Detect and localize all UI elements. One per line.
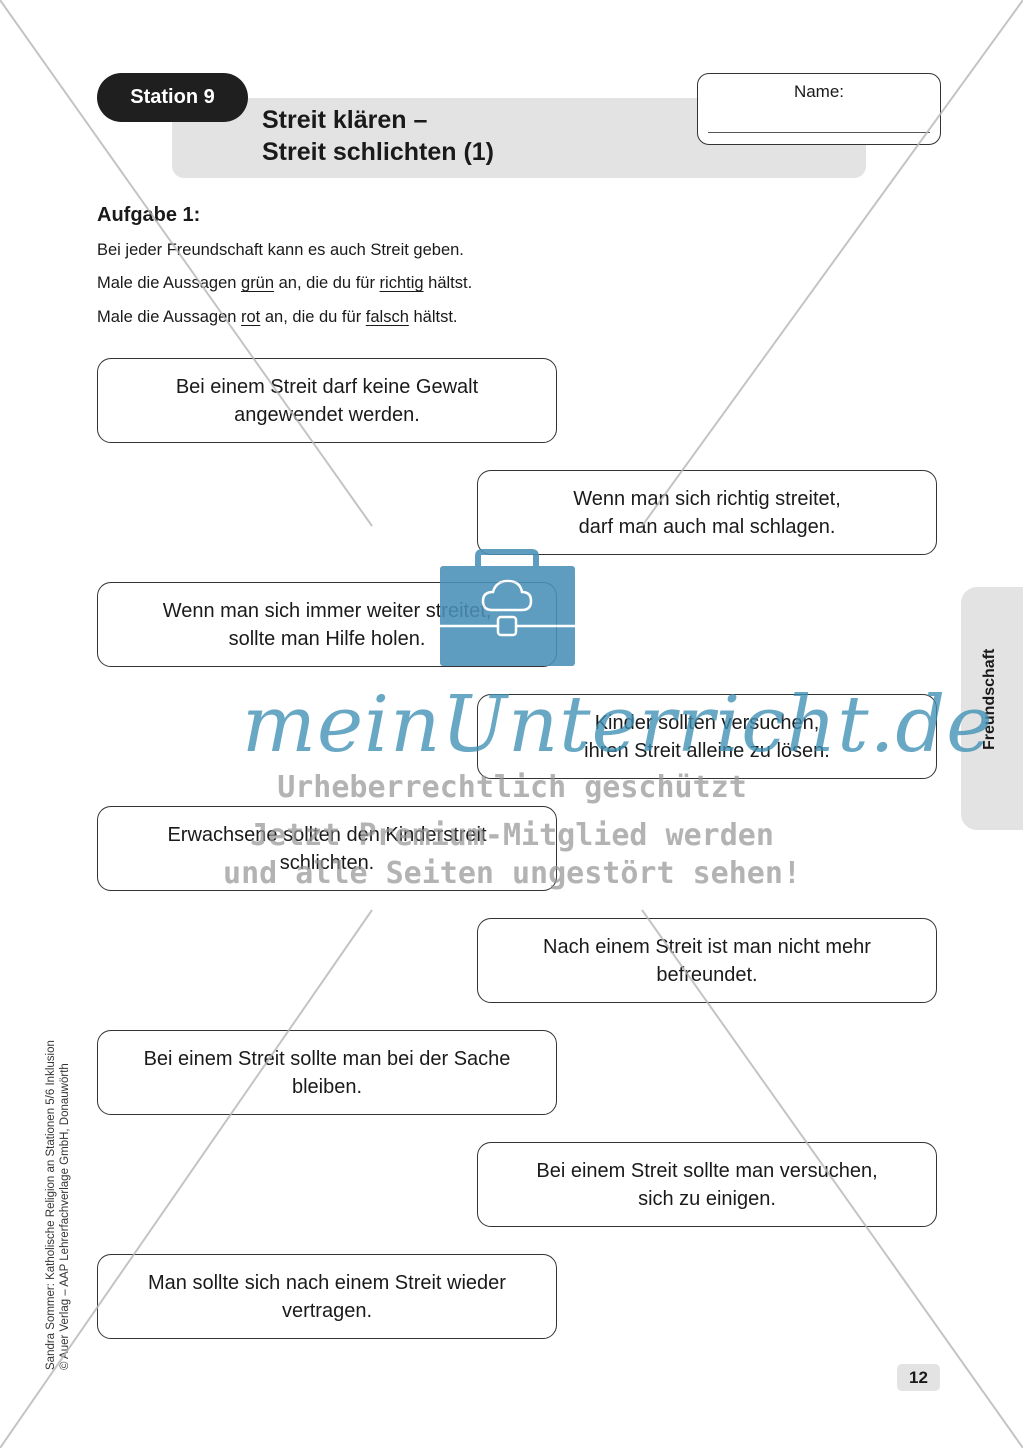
statement-text: Wenn man sich richtig streitet, darf man… [573,487,841,538]
station-badge: Station 9 [97,73,248,122]
page-title: Streit klären – Streit schlichten (1) [262,104,494,168]
copyright-line-2: © Auer Verlag – AAP Lehrerfachverlage Gm… [59,1063,71,1370]
word-gruen: grün [241,274,275,292]
task-intro: Bei jeder Freundschaft kann es auch Stre… [97,241,464,259]
watermark-line-2: Jetzt Premium-Mitglied werden [250,818,774,853]
statement-card[interactable]: Man sollte sich nach einem Streit wieder… [97,1254,557,1339]
watermark-line-1: Urheberrechtlich geschützt [277,770,747,805]
statement-text: Erwachsene sollten den Kinderstreit schl… [167,823,487,874]
statement-text: Bei einem Streit sollte man versuchen, s… [536,1159,878,1210]
statement-card[interactable]: Erwachsene sollten den Kinderstreit schl… [97,806,557,891]
statement-card[interactable]: Wenn man sich richtig streitet, darf man… [477,470,937,555]
statement-text: Kinder sollten versuchen, ihren Streit a… [584,711,830,762]
statement-card[interactable]: Bei einem Streit darf keine Gewalt angew… [97,358,557,443]
page-number: 12 [897,1364,940,1391]
statement-card[interactable]: Bei einem Streit sollte man bei der Sach… [97,1030,557,1115]
word-falsch: falsch [365,308,409,326]
title-line-1: Streit klären – [262,106,428,134]
statement-text: Man sollte sich nach einem Streit wieder… [148,1271,506,1322]
statement-text: Wenn man sich immer weiter streitet, sol… [162,599,492,650]
copyright-line-1: Sandra Sommer: Katholische Religion an S… [45,1040,57,1370]
name-write-line[interactable] [708,132,930,133]
section-side-tab [961,587,1023,830]
task-instruction-red: Male die Aussagen rot an, die du für fal… [97,308,458,326]
statement-card[interactable]: Wenn man sich immer weiter streitet, sol… [97,582,557,667]
task-heading: Aufgabe 1: [97,204,201,226]
watermark-logo-text: meinUnterricht.de [242,680,994,770]
copyright-notice: Sandra Sommer: Katholische Religion an S… [44,1040,72,1370]
statement-text: Bei einem Streit sollte man bei der Sach… [143,1047,511,1098]
statement-card[interactable]: Nach einem Streit ist man nicht mehr bef… [477,918,937,1003]
name-label: Name: [793,82,845,101]
task-instruction-green: Male die Aussagen grün an, die du für ri… [97,274,473,292]
word-richtig: richtig [379,274,424,292]
word-rot: rot [241,308,261,326]
statement-text: Nach einem Streit ist man nicht mehr bef… [543,935,871,986]
statement-card[interactable]: Kinder sollten versuchen, ihren Streit a… [477,694,937,779]
statement-card[interactable]: Bei einem Streit sollte man versuchen, s… [477,1142,937,1227]
name-field-box[interactable]: Name: [697,73,941,145]
watermark-line-3: und alle Seiten ungestört sehen! [223,856,801,891]
title-line-2: Streit schlichten (1) [262,138,494,166]
statement-text: Bei einem Streit darf keine Gewalt angew… [175,375,479,426]
